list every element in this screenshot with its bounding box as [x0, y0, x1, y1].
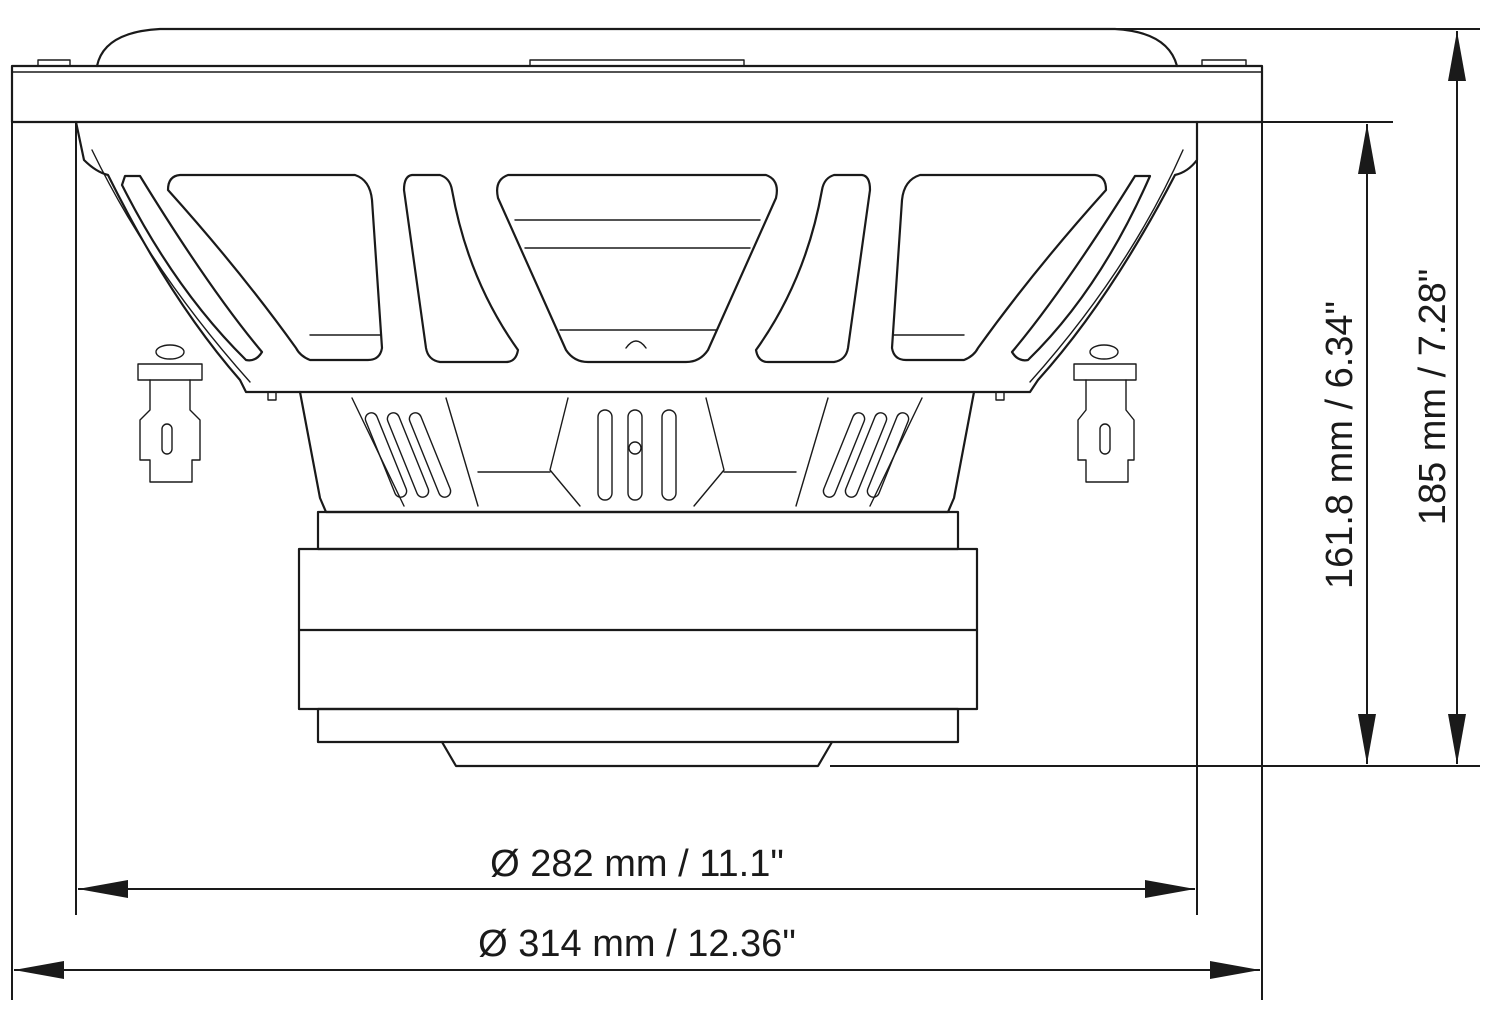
basket-window: [120, 174, 264, 362]
terminal-strip: [529, 59, 745, 67]
basket-window: [754, 173, 872, 364]
basket-window: [1010, 174, 1152, 362]
arrow-up: [1358, 124, 1376, 174]
arrow-left: [14, 961, 64, 979]
basket-window: [166, 173, 384, 362]
speaker-outline: [10, 27, 1264, 768]
arrow-left: [78, 880, 128, 898]
arrow-up: [1448, 31, 1466, 81]
flange-screw-right: [1201, 59, 1247, 67]
dimension-lines: [11, 28, 1480, 1000]
total-depth-label: 185 mm / 7.28": [1412, 269, 1454, 525]
basket-frame: [74, 120, 1199, 394]
pole-piece: [440, 740, 834, 768]
basket-window: [402, 173, 520, 364]
arrow-right: [1210, 961, 1260, 979]
terminal-left: [137, 344, 203, 483]
mounting-flange: [10, 64, 1264, 124]
basket-window: [496, 173, 778, 364]
back-plate: [316, 707, 960, 744]
speaker-surround: [95, 27, 1179, 68]
terminal-right: [1073, 344, 1137, 483]
inner-diameter-label: Ø 282 mm / 11.1": [490, 843, 784, 885]
basket-window: [890, 173, 1108, 362]
arrow-right: [1145, 880, 1195, 898]
arrow-down: [1448, 714, 1466, 764]
mounting-depth-label: 161.8 mm / 6.34": [1319, 301, 1361, 589]
arrow-down: [1358, 714, 1376, 764]
flange-screw-left: [37, 59, 71, 67]
outer-diameter-label: Ø 314 mm / 12.36": [478, 923, 796, 965]
top-plate: [316, 510, 960, 551]
